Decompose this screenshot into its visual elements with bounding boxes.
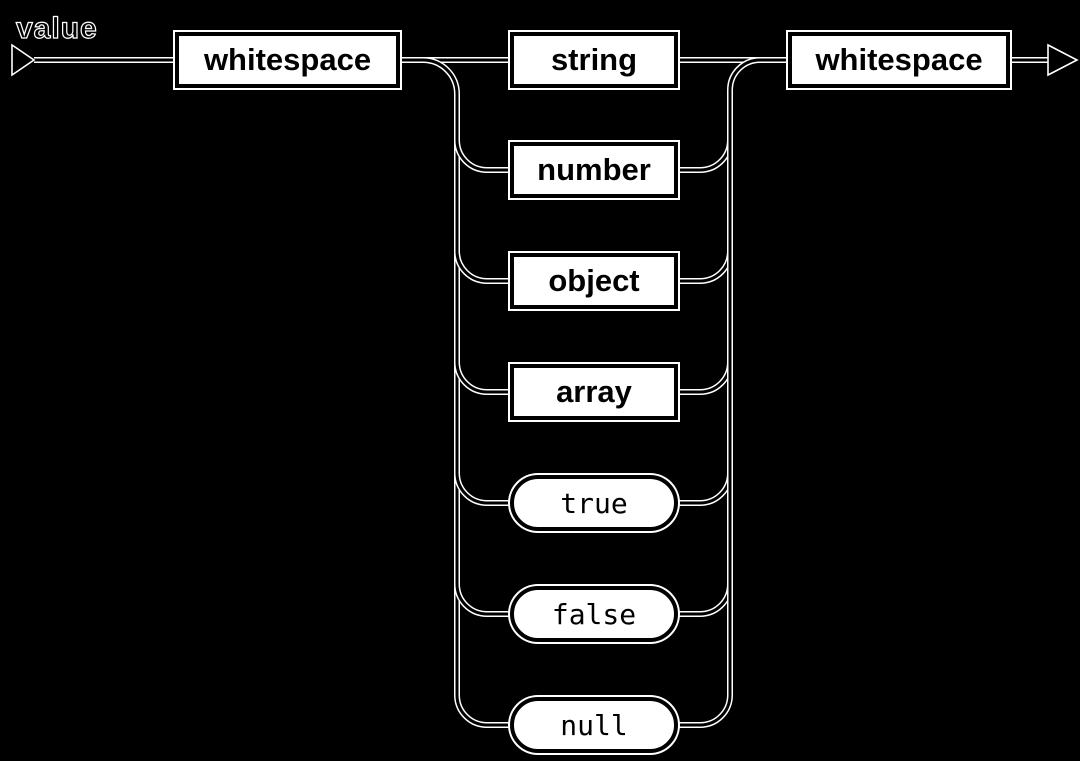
branch-left-elbow-false xyxy=(454,583,514,617)
branch-left-elbow-true xyxy=(454,472,514,506)
branch-right-elbow-number xyxy=(674,139,733,173)
branch-right-elbow-array xyxy=(674,361,733,395)
node-null: null xyxy=(510,697,678,753)
node-number: number xyxy=(510,142,678,198)
end-arrow-icon xyxy=(1047,43,1079,77)
branch-left-elbow-object xyxy=(454,250,514,284)
node-object: object xyxy=(510,253,678,309)
branch-right-elbow-true xyxy=(674,472,733,506)
start-arrow-icon xyxy=(11,43,36,77)
node-whitespace-start: whitespace xyxy=(175,32,400,88)
branch-right-rail xyxy=(727,57,761,695)
branch-right-elbow-false xyxy=(674,583,733,617)
branch-left-elbow-number xyxy=(454,139,514,173)
node-whitespace-end: whitespace xyxy=(788,32,1010,88)
node-false: false xyxy=(510,586,678,642)
diagram-title: value xyxy=(15,11,98,45)
node-true: true xyxy=(510,475,678,531)
branch-left-elbow-null xyxy=(454,694,514,728)
branch-right-elbow-null xyxy=(674,694,733,728)
node-array: array xyxy=(510,364,678,420)
node-string: string xyxy=(510,32,678,88)
branch-right-elbow-object xyxy=(674,250,733,284)
branch-left-rail xyxy=(422,57,460,695)
branch-left-elbow-array xyxy=(454,361,514,395)
